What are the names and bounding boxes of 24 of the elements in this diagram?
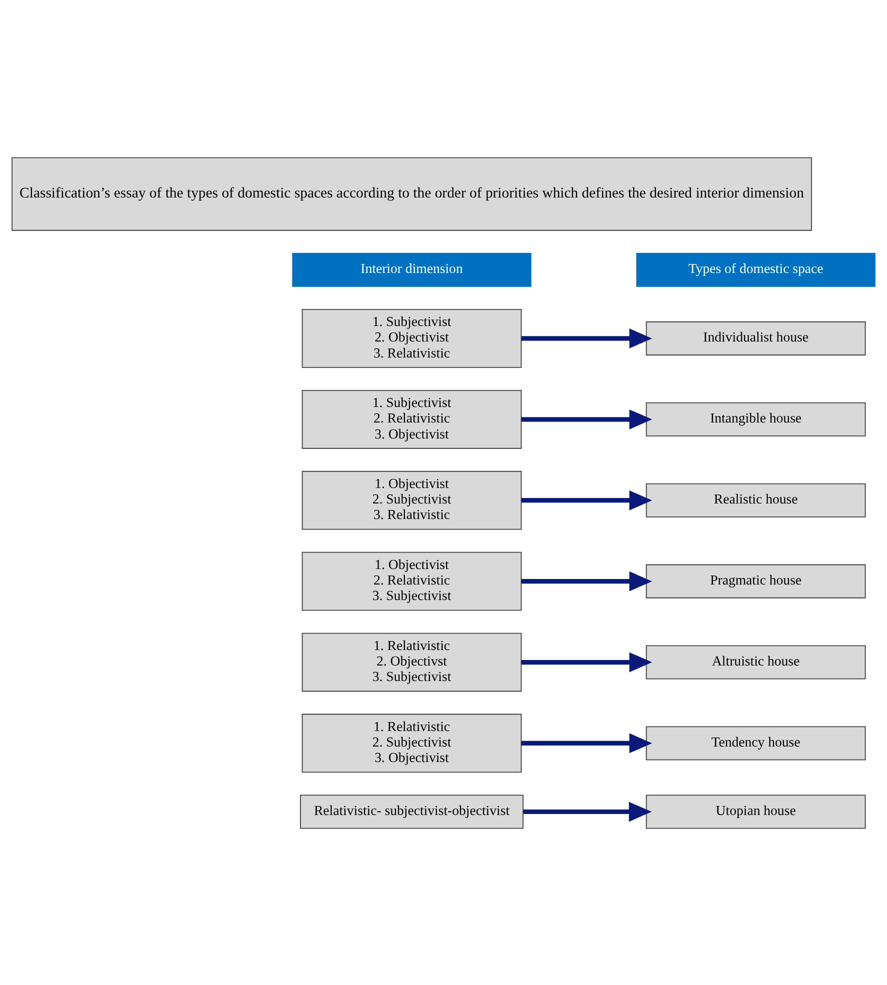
node-box: Realistic house [646, 482, 866, 517]
node-box: Types of domestic space [636, 252, 876, 286]
node-box: Classification’s essay of the types of domestic spaces according to the order of priorities which defines the desired interior dimension [12, 156, 812, 230]
arrow [521, 408, 652, 429]
node-box: 1. Objectivist 2. Relativistic 3. Subjectivist [302, 551, 522, 610]
node-box: Tendency house [646, 726, 866, 760]
node-box: Altruistic house [646, 644, 866, 679]
node-box: Utopian house [646, 794, 866, 828]
node-box: Relativistic- subjectivist-objectivist [300, 794, 524, 828]
node-box: 1. Objectivist 2. Subjectivist 3. Relativistic [302, 470, 522, 530]
arrow [521, 328, 652, 348]
arrow [523, 801, 652, 822]
node-box: Pragmatic house [646, 564, 866, 598]
arrow [521, 732, 652, 753]
node-box: 1. Relativistic 2. Objectivst 3. Subjectivist [302, 632, 522, 692]
arrow [521, 652, 652, 672]
arrow [521, 570, 652, 591]
node-box: Individualist house [646, 320, 866, 355]
node-box: 1. Subjectivist 2. Relativistic 3. Objectivist [302, 389, 522, 448]
arrow [521, 490, 652, 510]
node-box: 1. Subjectivist 2. Objectivist 3. Relativistic [302, 308, 522, 368]
node-box: Intangible house [646, 402, 866, 436]
node-box: Interior dimension [292, 252, 532, 286]
node-box: 1. Relativistic 2. Subjectivist 3. Objectivist [302, 713, 522, 772]
